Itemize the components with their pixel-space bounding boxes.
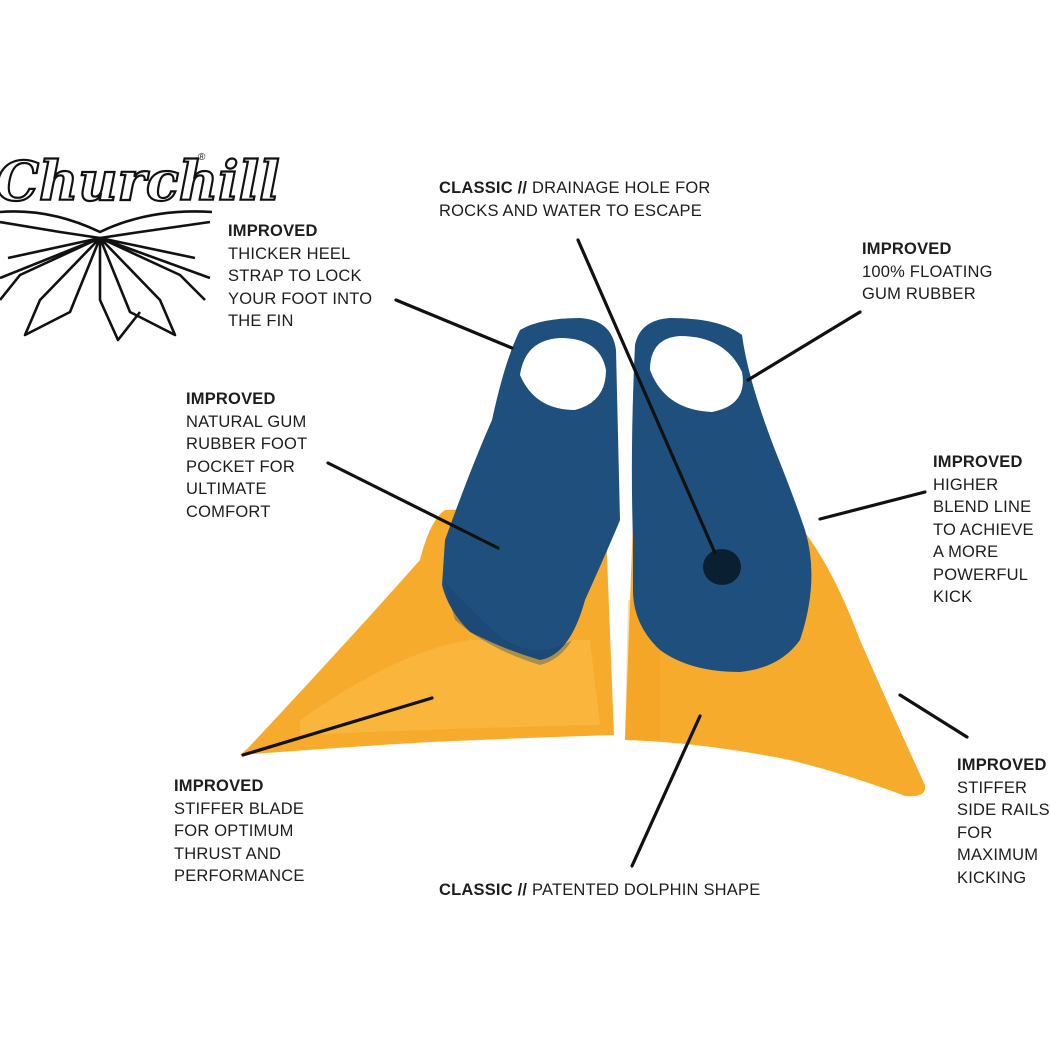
callout-line: STIFFER [957, 778, 1028, 797]
callout-floating: IMPROVED 100% FLOATING GUM RUBBER [862, 238, 993, 306]
right-fin [625, 318, 926, 797]
callout-line: ROCKS AND WATER TO ESCAPE [439, 201, 702, 220]
callout-line: HIGHER [933, 475, 999, 494]
callout-line: POWERFUL [933, 565, 1029, 584]
callout-line: POCKET FOR [186, 457, 295, 476]
callout-line: FOR [957, 823, 993, 842]
callout-dolphin: CLASSIC // PATENTED DOLPHIN SHAPE [439, 879, 760, 902]
callout-heel-strap: IMPROVED THICKER HEEL STRAP TO LOCK YOUR… [228, 220, 372, 333]
callout-line: 100% FLOATING [862, 262, 993, 281]
callout-line: RUBBER FOOT [186, 435, 308, 453]
left-fin-blade-highlight [300, 640, 600, 735]
callout-foot-pocket: IMPROVED NATURAL GUM RUBBER FOOT POCKET … [186, 388, 307, 523]
callout-line: A MORE [933, 543, 999, 561]
callout-line: YOUR FOOT INTO [228, 289, 373, 308]
callout-blend-line: IMPROVED HIGHER BLEND LINE TO ACHIEVE A … [933, 451, 1034, 609]
churchill-logo: Churchill ® [0, 148, 281, 342]
callout-line: PATENTED DOLPHIN SHAPE [531, 881, 761, 899]
left-fin-heel-opening [520, 338, 606, 410]
leader-floating [746, 310, 862, 382]
leader-blend-line [818, 490, 927, 521]
leader-foot-pocket [326, 461, 500, 550]
callout-line: FOR OPTIMUM [174, 822, 294, 840]
callout-heading: IMPROVED [228, 222, 318, 240]
callout-line: STRAP TO LOCK [228, 267, 362, 285]
callout-line: SIDE RAILS [957, 801, 1050, 819]
callout-drainage: CLASSIC // DRAINAGE HOLE FOR ROCKS AND W… [439, 177, 711, 222]
leader-heel-strap [394, 298, 514, 350]
callout-line: TO ACHIEVE [933, 520, 1034, 539]
callout-line: KICK [933, 588, 973, 606]
logo-fins-icon [0, 210, 213, 342]
left-fin [240, 318, 620, 755]
callout-line: STIFFER BLADE [174, 799, 305, 818]
callout-line: COMFORT [186, 502, 271, 521]
callout-blade: IMPROVED STIFFER BLADE FOR OPTIMUM THRUS… [174, 775, 305, 888]
right-fin-heel-opening [650, 336, 743, 412]
leader-drainage [576, 238, 717, 555]
callout-heading: IMPROVED [862, 240, 952, 258]
callout-heading: IMPROVED [957, 756, 1047, 774]
registered-mark: ® [198, 152, 206, 163]
callout-line: KICKING [957, 868, 1027, 887]
callout-line: THRUST AND [174, 844, 282, 863]
right-fin-foot-pocket [631, 318, 812, 672]
callout-line: BLEND LINE [933, 498, 1032, 516]
leader-blade [241, 696, 434, 757]
callout-line: NATURAL GUM [186, 412, 307, 431]
callout-line: THE FIN [228, 312, 294, 330]
callout-side-rails: IMPROVED STIFFER SIDE RAILS FOR MAXIMUM … [957, 754, 1050, 889]
drainage-hole [703, 549, 741, 585]
callout-heading: IMPROVED [186, 390, 276, 408]
left-fin-blend-edge [444, 580, 572, 665]
callout-heading: CLASSIC // [439, 179, 528, 197]
leader-side-rails [898, 693, 969, 739]
callout-heading: CLASSIC // [439, 881, 528, 899]
callout-line: PERFORMANCE [174, 867, 305, 885]
callout-heading: IMPROVED [174, 777, 264, 795]
callout-line: MAXIMUM [957, 846, 1039, 864]
leader-lines [241, 238, 969, 868]
callout-heading: IMPROVED [933, 453, 1023, 471]
callout-line: DRAINAGE HOLE FOR [531, 179, 711, 197]
callout-line: ULTIMATE [186, 480, 267, 498]
callout-line: GUM RUBBER [862, 285, 976, 303]
callout-line: THICKER HEEL [228, 244, 351, 263]
logo-wordmark: Churchill [0, 149, 280, 213]
leader-dolphin [630, 714, 702, 868]
